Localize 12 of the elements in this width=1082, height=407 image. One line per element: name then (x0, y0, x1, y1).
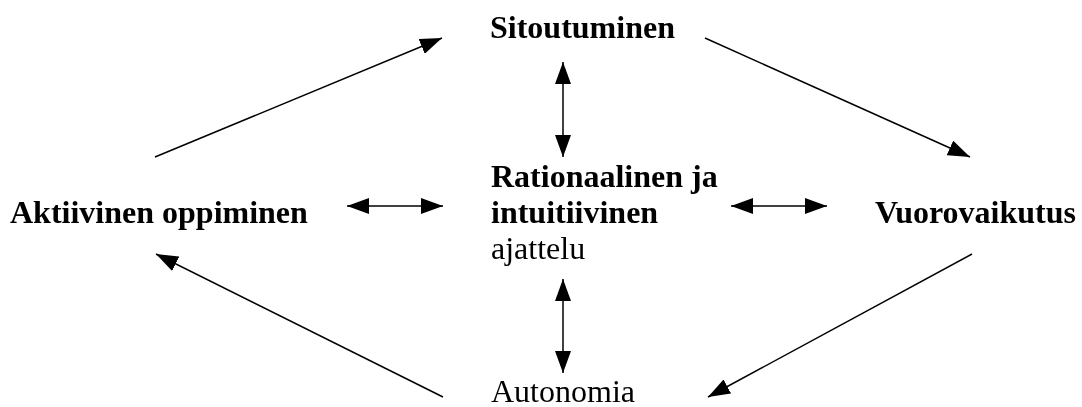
node-label: Aktiivinen oppiminen (10, 194, 309, 230)
arrow (730, 198, 828, 214)
arrow (707, 253, 973, 398)
node-label: Vuorovaikutus (875, 194, 1077, 230)
node-label: Rationaalinen ja intuitiivinen ajattelu (491, 158, 719, 266)
arrow (555, 278, 571, 374)
arrow (346, 198, 444, 214)
arrow (704, 37, 971, 158)
arrow (154, 37, 443, 158)
arrow (155, 253, 444, 398)
node-label: Sitoutuminen (490, 9, 676, 45)
arrow (555, 61, 571, 158)
